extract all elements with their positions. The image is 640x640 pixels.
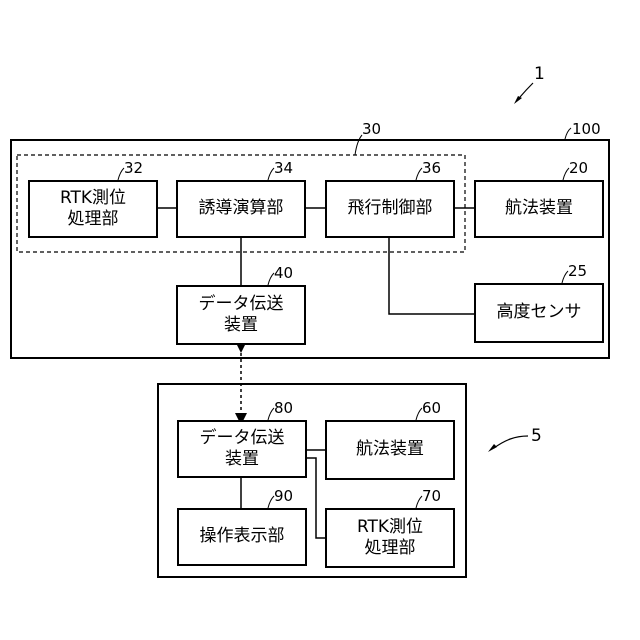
ref-numeral-30: 30: [362, 120, 381, 138]
ref-leader-1: [520, 83, 533, 97]
ref-numeral-5: 5: [531, 426, 542, 446]
ref-leader-5: [494, 436, 528, 448]
ref-numeral-90: 90: [274, 487, 293, 505]
ref-numeral-1: 1: [534, 64, 545, 84]
ref-arrow-5: [488, 444, 497, 452]
altitude-sensor-block: 高度センサ: [474, 283, 604, 343]
ref-numeral-70: 70: [422, 487, 441, 505]
ref-numeral-32: 32: [124, 159, 143, 177]
data-transmission-block-ground: データ伝送 装置: [177, 420, 307, 478]
flight-control-block: 飛行制御部: [325, 180, 455, 238]
navigation-block-ground: 航法装置: [325, 420, 455, 480]
rtk-processing-block-ground: RTK測位 処理部: [325, 508, 455, 568]
operation-display-block: 操作表示部: [177, 508, 307, 566]
ref-numeral-25: 25: [568, 262, 587, 280]
ref-numeral-36: 36: [422, 159, 441, 177]
ref-numeral-80: 80: [274, 399, 293, 417]
ref-numeral-100: 100: [572, 120, 601, 138]
ref-arrow-1: [514, 96, 522, 104]
ref-numeral-60: 60: [422, 399, 441, 417]
guidance-computation-block: 誘導演算部: [176, 180, 306, 238]
ref-leader-100: [565, 128, 571, 139]
ref-numeral-20: 20: [569, 159, 588, 177]
data-transmission-block-aircraft: データ伝送 装置: [176, 285, 306, 345]
ref-numeral-34: 34: [274, 159, 293, 177]
rtk-processing-block-aircraft: RTK測位 処理部: [28, 180, 158, 238]
ref-numeral-40: 40: [274, 264, 293, 282]
navigation-block-aircraft: 航法装置: [474, 180, 604, 238]
